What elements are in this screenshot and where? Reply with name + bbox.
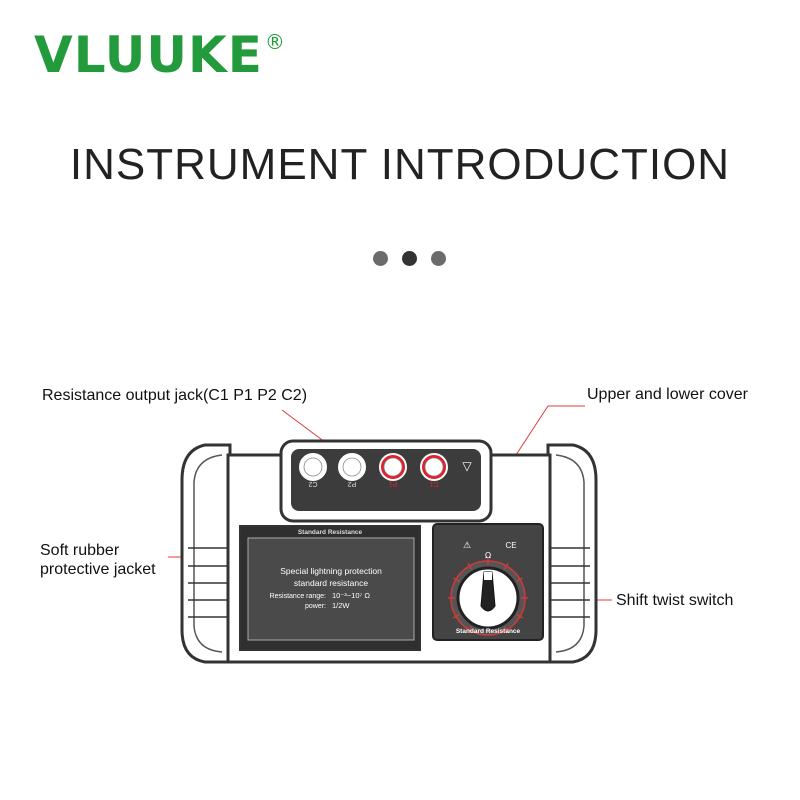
jack-group: C2 P2 P1 C1	[299, 453, 448, 487]
leader-cover-2	[513, 405, 549, 459]
panel-line-2: standard resistance	[294, 578, 368, 588]
ohm-symbol: Ω	[485, 551, 491, 560]
dial-tick	[467, 562, 473, 570]
ground-icon: ▽	[462, 459, 472, 473]
info-panel	[239, 525, 421, 651]
brand-logo: VLUUKE®	[34, 30, 286, 80]
jack-c2-socket	[303, 457, 323, 477]
jack-c1-label: C1	[429, 480, 438, 487]
power-label: power:	[305, 603, 326, 610]
dial-tick	[516, 577, 524, 583]
page-title: INSTRUMENT INTRODUCTION	[69, 140, 731, 189]
dial-panel	[432, 523, 544, 641]
jack-p1-socket	[383, 457, 403, 477]
pager-dot-2[interactable]	[402, 251, 417, 266]
rubber-jacket-right	[546, 443, 598, 664]
jack-p2-label: P2	[348, 480, 357, 487]
callout-rubber-jacket-1: Soft rubber	[40, 542, 120, 559]
warning-icon: ⚠	[463, 541, 471, 551]
callout-shift-switch: Shift twist switch	[616, 592, 734, 609]
dial-knob[interactable]	[480, 571, 496, 612]
range-value: 10⁻³~10⁷ Ω	[332, 591, 370, 600]
callout-rubber-jacket-2: protective jacket	[40, 561, 156, 578]
jack-c2-label: C2	[308, 480, 317, 487]
dial-ticks	[448, 558, 528, 634]
ce-mark: CE	[505, 541, 516, 550]
power-value: 1/2W	[332, 601, 350, 610]
panel-line-1: Special lightning protection	[280, 566, 382, 576]
dial-tick	[503, 562, 509, 570]
brand-name: VLUUKE	[34, 26, 263, 84]
jack-p1-label: P1	[389, 480, 398, 487]
dial-label: Standard Resistance	[456, 628, 521, 635]
callout-upper-lower-cover: Upper and lower cover	[587, 386, 748, 403]
jack-p2-socket	[342, 457, 362, 477]
dial-tick	[467, 626, 473, 634]
registered-mark: ®	[264, 30, 286, 54]
panel-header: Standard Resistance	[298, 529, 363, 536]
dial-tick	[516, 613, 524, 619]
callout-output-jack: Resistance output jack(C1 P1 P2 C2)	[42, 387, 308, 404]
dial-tick	[503, 626, 509, 634]
pager-dot-1[interactable]	[373, 251, 388, 266]
carousel-pager	[373, 251, 446, 266]
jack-c1-socket	[424, 457, 444, 477]
range-label: Resistance range:	[270, 593, 326, 600]
rubber-jacket-left	[180, 443, 232, 664]
dial-tick	[452, 577, 460, 583]
dial-tick	[452, 613, 460, 619]
pager-dot-3[interactable]	[431, 251, 446, 266]
